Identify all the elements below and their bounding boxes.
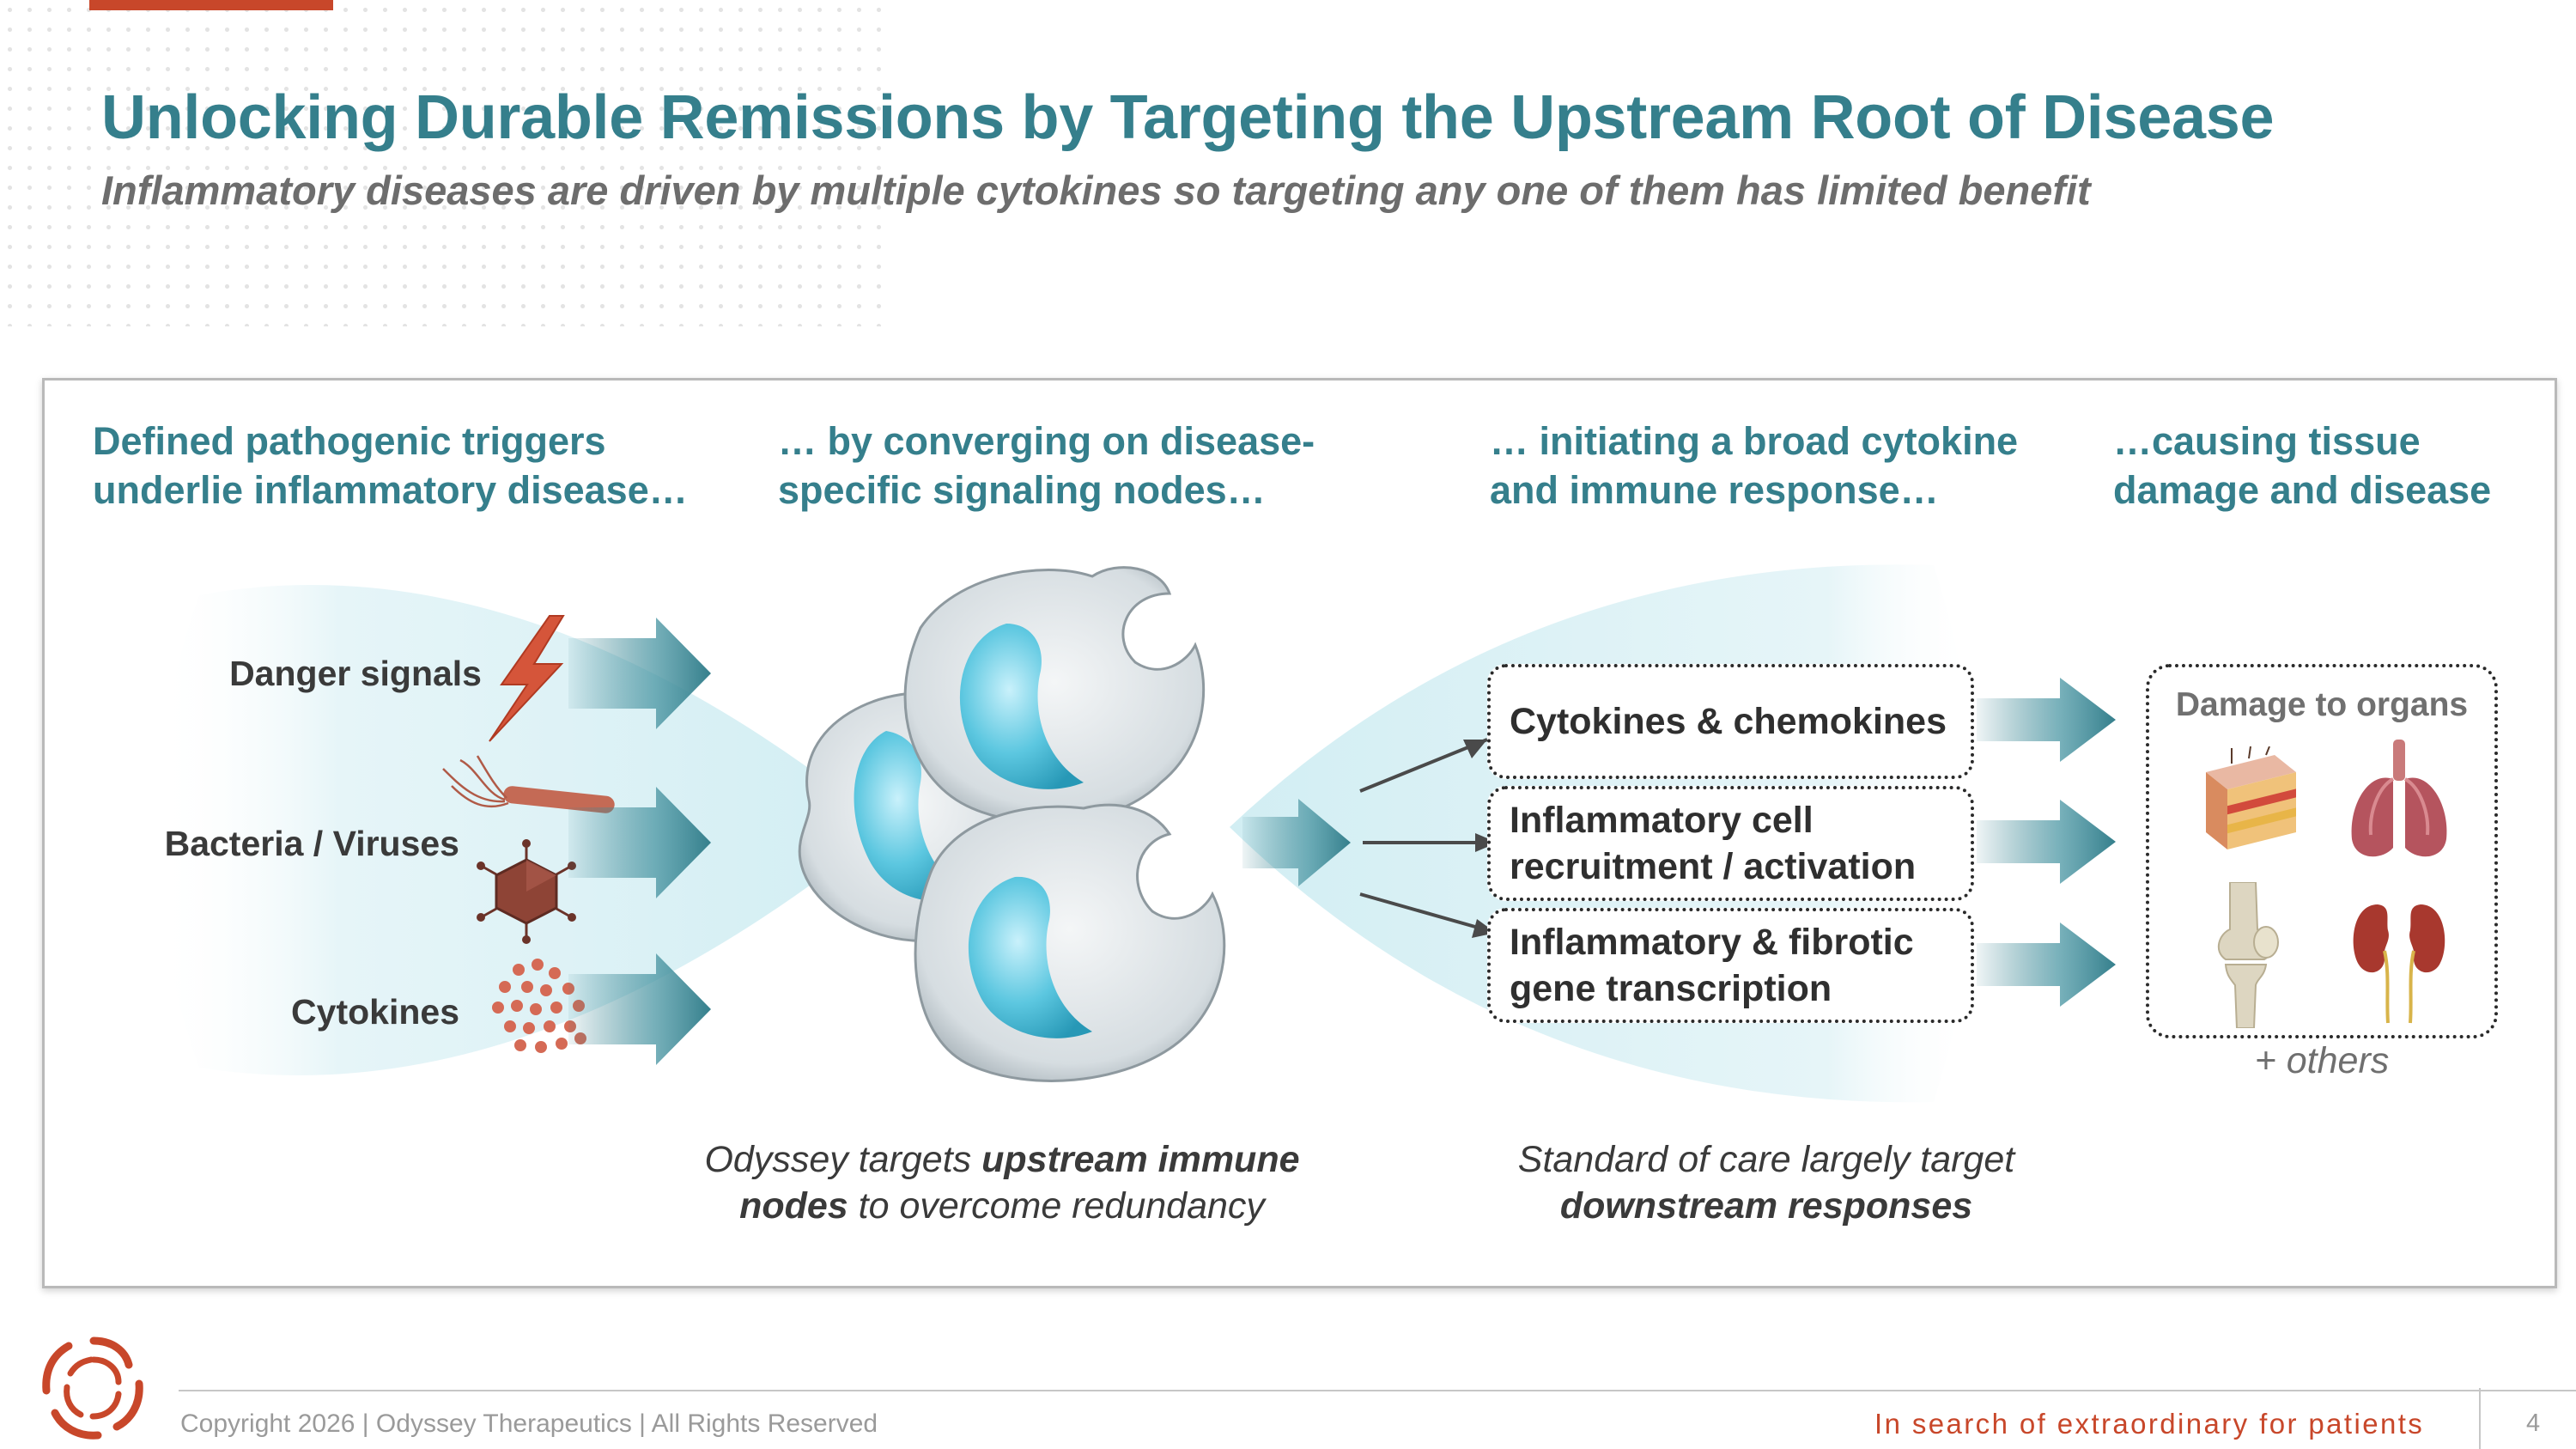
caption-odyssey-pre: Odyssey targets xyxy=(704,1139,982,1180)
caption-soc-line1: Standard of care largely target xyxy=(1517,1139,2015,1180)
cell-top xyxy=(903,566,1206,825)
arrows-layer xyxy=(568,618,2116,1065)
col-heading-damage-line1: …causing tissue xyxy=(2113,419,2421,463)
organs-others: + others xyxy=(2254,1040,2390,1081)
footer-page-divider xyxy=(2479,1388,2481,1449)
footer-tagline: In search of extraordinary for patients xyxy=(1874,1408,2425,1440)
col-heading-response: … initiating a broad cytokine and immune… xyxy=(1490,417,2018,514)
dot-pattern xyxy=(0,0,893,326)
kidneys-icon xyxy=(2353,904,2445,1024)
col-heading-triggers-line1: Defined pathogenic triggers xyxy=(93,419,606,463)
col-heading-signaling-line2: specific signaling nodes… xyxy=(778,468,1266,512)
response-box-cell-recruitment: Inflammatory cell recruitment / activati… xyxy=(1487,786,1974,901)
caption-odyssey-post: to overcome redundancy xyxy=(848,1185,1265,1227)
response-gene-transcription-line2: gene transcription xyxy=(1510,968,1832,1009)
trigger-arrows xyxy=(568,618,711,1065)
trigger-bacteria-viruses: Bacteria / Viruses xyxy=(164,824,459,863)
col-heading-triggers: Defined pathogenic triggers underlie inf… xyxy=(93,417,688,514)
diagram-panel: Defined pathogenic triggers underlie inf… xyxy=(42,378,2557,1288)
page-subtitle: Inflammatory diseases are driven by mult… xyxy=(101,167,2091,213)
bacterium-icon xyxy=(442,755,615,813)
footer-copyright: Copyright 2026 | Odyssey Therapeutics | … xyxy=(180,1409,878,1438)
col-heading-signaling-line1: … by converging on disease- xyxy=(778,419,1315,463)
col-heading-response-line1: … initiating a broad cytokine xyxy=(1490,419,2019,463)
trigger-cytokines: Cytokines xyxy=(291,992,459,1032)
knee-joint-icon xyxy=(2217,882,2279,1028)
caption-odyssey-bold1: upstream immune xyxy=(981,1139,1300,1180)
caption-standard-of-care: Standard of care largely target downstre… xyxy=(1367,1136,2166,1229)
col-heading-damage-line2: damage and disease xyxy=(2113,468,2492,512)
page-title: Unlocking Durable Remissions by Targetin… xyxy=(101,83,2275,152)
response-cytokines-label: Cytokines & chemokines xyxy=(1510,701,1947,742)
caption-odyssey: Odyssey targets upstream immune nodes to… xyxy=(594,1136,1410,1229)
col-heading-signaling: … by converging on disease- specific sig… xyxy=(778,417,1315,514)
response-box-cytokines: Cytokines & chemokines xyxy=(1487,664,1974,779)
organs-title: Damage to organs xyxy=(2175,686,2469,723)
virus-icon xyxy=(477,839,576,944)
lungs-icon xyxy=(2351,740,2447,857)
response-cell-recruitment-line2: recruitment / activation xyxy=(1510,846,1917,887)
odyssey-logo xyxy=(42,1336,143,1440)
organs-box: Damage to organs xyxy=(2146,664,2498,1038)
response-box-gene-transcription: Inflammatory & fibrotic gene transcripti… xyxy=(1487,908,1974,1023)
top-accent-bar xyxy=(89,0,333,10)
lightning-icon xyxy=(489,615,565,742)
col-heading-triggers-line2: underlie inflammatory disease… xyxy=(93,468,688,512)
caption-odyssey-bold2: nodes xyxy=(739,1185,848,1227)
response-gene-transcription-line1: Inflammatory & fibrotic xyxy=(1510,922,1914,963)
caption-soc-bold: downstream responses xyxy=(1559,1185,1973,1227)
page-number: 4 xyxy=(2526,1409,2541,1437)
col-heading-damage: …causing tissue damage and disease xyxy=(2113,417,2491,514)
response-cell-recruitment-line1: Inflammatory cell xyxy=(1510,800,1814,841)
cell-bottom xyxy=(914,803,1226,1082)
col-heading-response-line2: and immune response… xyxy=(1490,468,1939,512)
immune-cell-cluster xyxy=(798,566,1226,1082)
skin-icon xyxy=(2206,746,2296,849)
trigger-danger-signals: Danger signals xyxy=(229,654,482,693)
footer-divider xyxy=(179,1390,2576,1391)
